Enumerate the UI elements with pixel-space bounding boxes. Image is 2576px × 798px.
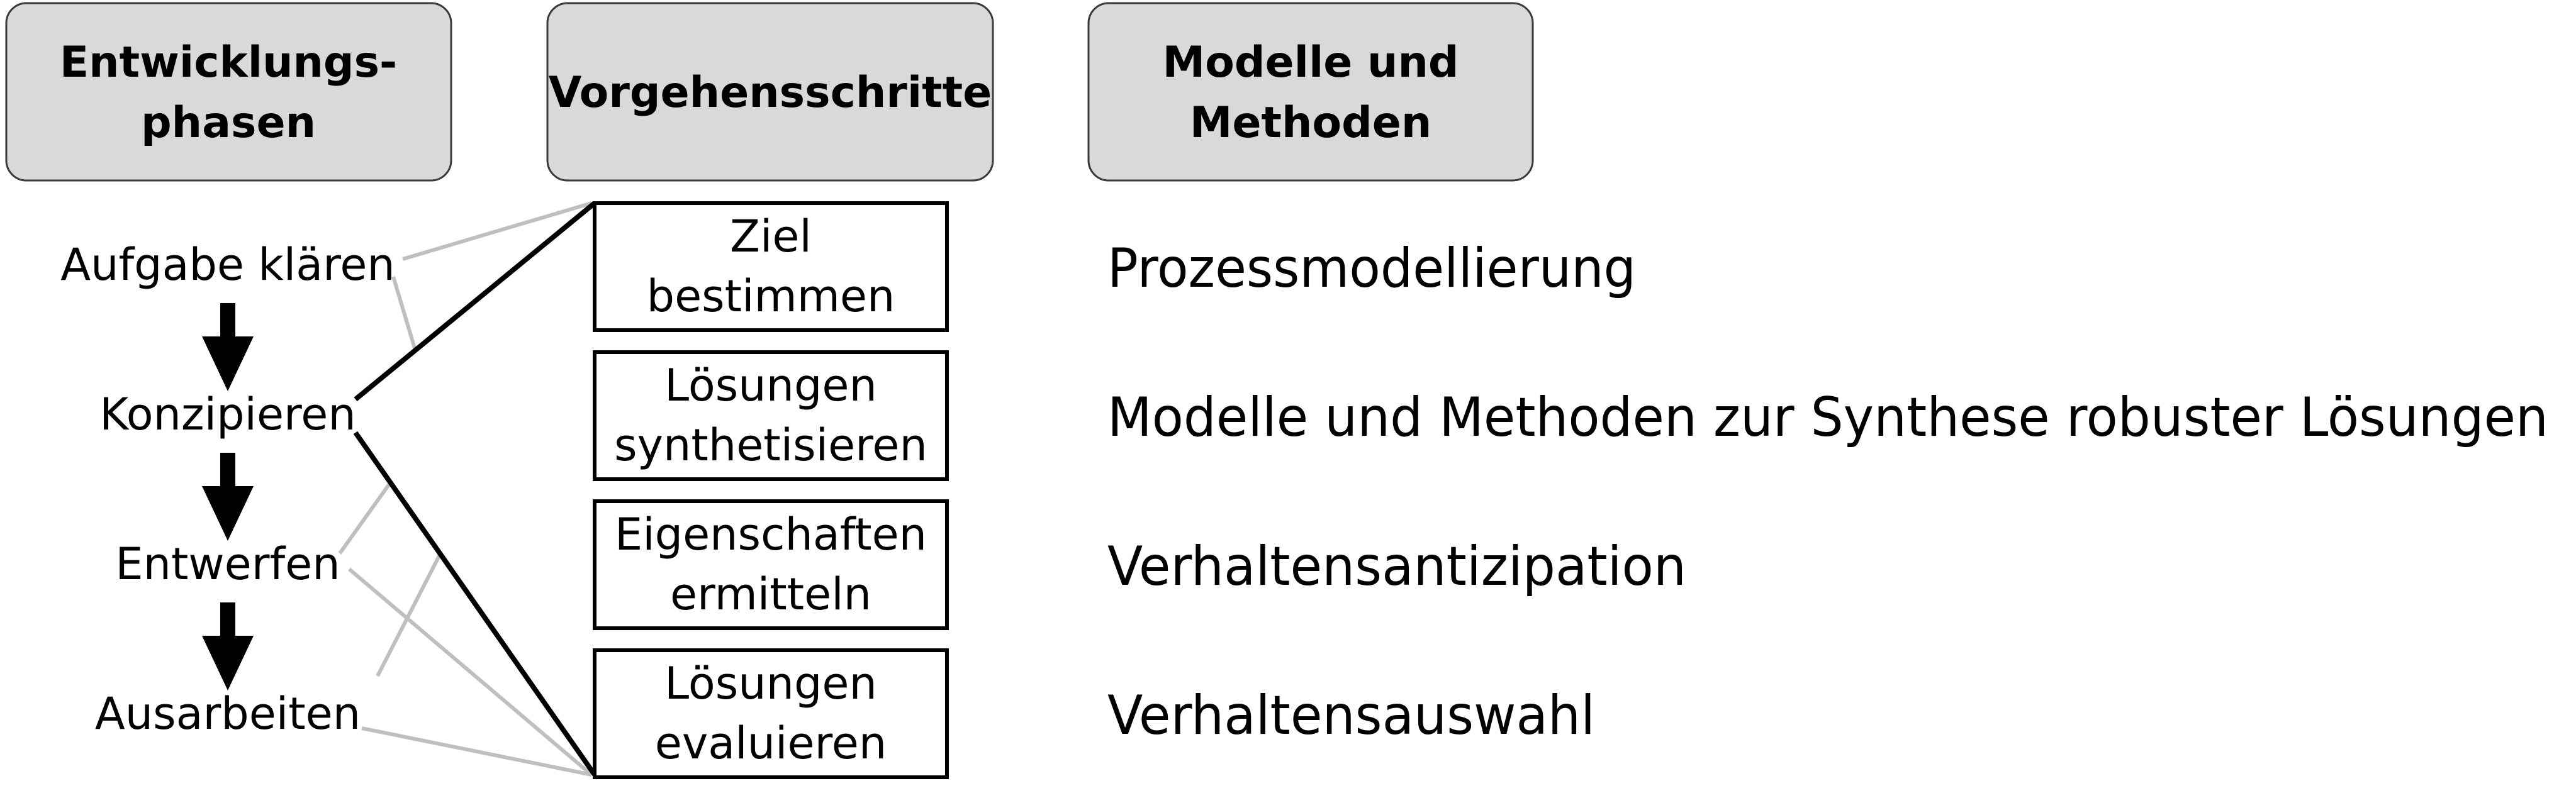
phase-aufgabe-klaeren: Aufgabe klären xyxy=(60,239,395,291)
step-line-1: Ziel xyxy=(730,211,812,262)
header-phases-line-1: Entwicklungs- xyxy=(60,38,398,87)
method-synthese: Modelle und Methoden zur Synthese robust… xyxy=(1107,386,2548,449)
method-verhaltensantizipation: Verhaltensantizipation xyxy=(1107,535,1686,598)
header-steps: Vorgehensschritte xyxy=(546,2,994,182)
black-connectors xyxy=(353,201,597,777)
gray-connector-aufgabe-konzipieren xyxy=(391,276,417,351)
gray-connectors xyxy=(338,201,593,777)
step-loesungen-synthetisieren: Lösungen synthetisieren xyxy=(593,350,949,481)
step-line-2: bestimmen xyxy=(647,270,895,322)
step-line-2: ermitteln xyxy=(670,568,871,620)
step-line-1: Lösungen xyxy=(664,360,877,411)
step-loesungen-evaluieren: Lösungen evaluieren xyxy=(593,648,949,779)
step-line-1: Eigenschaften xyxy=(615,509,927,560)
phase-ausarbeiten: Ausarbeiten xyxy=(95,688,361,740)
step-ziel-bestimmen: Ziel bestimmen xyxy=(593,201,949,332)
gray-connector-entwerfen-top xyxy=(338,482,392,555)
step-box xyxy=(593,499,949,630)
phase-list: Aufgabe klären Konzipieren Entwerfen Aus… xyxy=(60,239,395,740)
black-connector-top xyxy=(354,201,596,402)
step-box xyxy=(593,648,949,779)
method-prozessmodellierung: Prozessmodellierung xyxy=(1107,237,1636,300)
header-methods: Modelle und Methoden xyxy=(1087,2,1534,182)
arrow-down-icon xyxy=(202,303,254,391)
step-line-2: evaluieren xyxy=(655,718,887,769)
step-line-2: synthetisieren xyxy=(614,419,927,471)
phase-arrows xyxy=(202,303,254,690)
arrow-down-icon xyxy=(202,602,254,690)
step-box xyxy=(593,350,949,481)
header-steps-box xyxy=(546,2,994,182)
step-box xyxy=(593,201,949,332)
header-phases-line-2: phasen xyxy=(141,98,316,148)
gray-connector-ausarbeiten-top xyxy=(376,552,442,677)
step-eigenschaften-ermitteln: Eigenschaften ermitteln xyxy=(593,499,949,630)
method-verhaltensauswahl: Verhaltensauswahl xyxy=(1107,684,1595,747)
phase-entwerfen: Entwerfen xyxy=(115,538,340,590)
gray-connector-aufgabe-top xyxy=(402,201,592,261)
header-phases: Entwicklungs- phasen xyxy=(5,2,452,182)
header-phases-box xyxy=(5,2,452,182)
header-methods-line-2: Methoden xyxy=(1190,98,1432,148)
header-steps-line-1: Vorgehensschritte xyxy=(549,68,992,118)
phase-konzipieren: Konzipieren xyxy=(99,389,356,440)
step-list: Ziel bestimmen Lösungen synthetisieren E… xyxy=(593,201,949,779)
header-methods-line-1: Modelle und xyxy=(1162,38,1459,87)
gray-connector-entwerfen-bottom xyxy=(348,567,593,777)
gray-connector-ausarbeiten-bottom xyxy=(361,726,592,777)
step-line-1: Lösungen xyxy=(664,658,877,709)
arrow-down-icon xyxy=(202,453,254,541)
black-connector-bottom xyxy=(353,431,597,777)
header-methods-box xyxy=(1087,2,1534,182)
method-list: Prozessmodellierung Modelle und Methoden… xyxy=(1107,237,2548,747)
